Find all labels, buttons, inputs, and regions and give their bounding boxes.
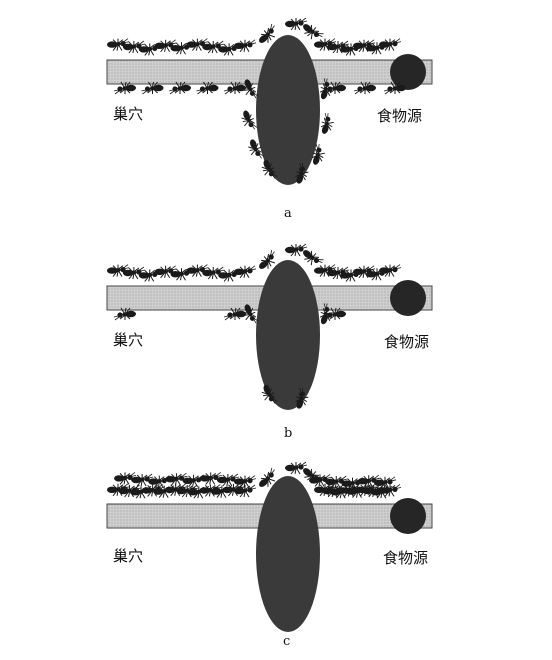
ant-icon <box>259 23 276 43</box>
ant-icon <box>353 81 376 95</box>
obstacle-ellipse <box>256 35 320 185</box>
ant-icon <box>199 472 222 485</box>
food-source-circle <box>390 54 426 90</box>
ant-icon <box>353 265 376 279</box>
caption-c: c <box>283 634 291 649</box>
ant-icon <box>234 484 257 498</box>
ant-icon <box>234 475 257 488</box>
ant-icon <box>303 250 324 266</box>
ant-icon <box>202 266 225 280</box>
ant-icon <box>241 110 258 130</box>
ant-icon <box>319 303 333 325</box>
ants-b <box>107 243 402 409</box>
nest-label-b: 巢穴 <box>113 331 144 349</box>
food-source-circle <box>390 280 426 316</box>
ant-icon <box>122 266 145 280</box>
ant-icon <box>259 249 276 269</box>
ant-icon <box>295 162 309 184</box>
ant-icon <box>196 81 219 95</box>
ant-icon <box>303 24 324 40</box>
ant-icon <box>168 81 191 95</box>
ant-icon <box>311 143 325 165</box>
food-label-c: 食物源 <box>383 549 429 567</box>
ant-icon <box>314 264 337 277</box>
ant-icon <box>242 304 259 324</box>
ant-icon <box>261 159 278 179</box>
ant-icon <box>320 112 334 134</box>
ant-icon <box>285 17 308 31</box>
ant-icon <box>114 472 137 485</box>
ant-icon <box>113 81 136 95</box>
ant-icon <box>154 39 177 53</box>
ant-icon <box>218 269 241 282</box>
ant-icon <box>319 78 333 100</box>
nest-label-c: 巢穴 <box>113 547 144 565</box>
caption-a: a <box>284 206 292 221</box>
ant-icon <box>165 472 188 486</box>
ants-a <box>107 17 406 184</box>
ant-icon <box>242 79 259 99</box>
ant-icon <box>303 468 324 484</box>
ant-icon <box>154 265 177 279</box>
ant-icon <box>383 81 406 95</box>
ant-icon <box>113 307 136 321</box>
ant-icon <box>141 484 164 497</box>
ant-icon <box>379 264 402 277</box>
ant-icon <box>234 39 257 53</box>
ant-icon <box>327 266 350 280</box>
ant-icon <box>325 475 348 489</box>
ant-icon <box>170 41 193 55</box>
panel-a <box>106 17 433 185</box>
ant-icon <box>122 40 145 54</box>
food-label-a: 食物源 <box>377 107 423 125</box>
ant-icon <box>379 484 402 497</box>
nest-label-a: 巢穴 <box>113 105 144 123</box>
ant-icon <box>379 38 402 51</box>
ant-icon <box>285 243 308 257</box>
ant-icon <box>261 384 278 404</box>
panel-c <box>106 461 433 632</box>
obstacle-ellipse <box>256 260 320 410</box>
ant-icon <box>374 476 397 490</box>
ant-icon <box>295 387 309 409</box>
obstacle-ellipse <box>256 476 320 632</box>
ant-icon <box>285 461 308 475</box>
ant-icon <box>259 467 276 487</box>
ant-icon <box>216 473 239 487</box>
ant-icon <box>223 81 246 95</box>
food-source-circle <box>390 498 426 534</box>
ant-icon <box>131 473 154 487</box>
panel-b <box>106 243 433 410</box>
ant-icon <box>141 81 164 95</box>
ants-c <box>107 461 402 499</box>
caption-b: b <box>284 426 293 441</box>
food-label-b: 食物源 <box>384 333 430 351</box>
ant-icon <box>248 139 265 159</box>
ant-icon <box>186 38 209 51</box>
ant-icon <box>234 265 257 279</box>
